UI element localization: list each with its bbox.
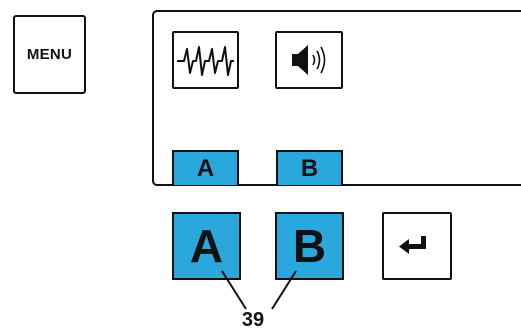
soft-key-b-button[interactable]: B [275,212,344,280]
screen-label-b-text: B [300,154,319,182]
ecg-waveform-icon [172,31,239,89]
enter-return-icon [399,236,426,254]
menu-button[interactable]: MENU [13,15,86,94]
soft-key-a-label: A [189,220,224,272]
screen-label-b: B [276,150,343,185]
enter-button[interactable] [382,212,452,280]
soft-key-b-label: B [292,220,327,272]
callout-number: 39 [241,309,265,331]
speaker-volume-icon [275,31,343,89]
screen-label-a-text: A [196,154,215,182]
soft-key-a-button[interactable]: A [172,212,241,280]
screen-label-a: A [172,150,239,185]
menu-button-label: MENU [26,46,73,63]
